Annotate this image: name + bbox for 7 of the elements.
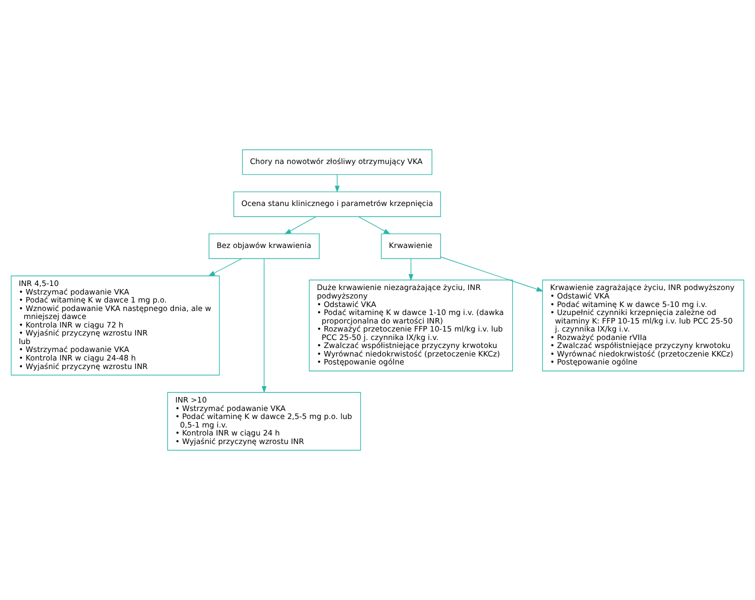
arrow <box>262 258 267 394</box>
arrow <box>408 258 414 281</box>
arrow <box>440 256 544 292</box>
arrow <box>208 258 242 276</box>
arrow <box>334 174 340 193</box>
arrow <box>358 216 391 234</box>
arrow <box>284 216 316 234</box>
